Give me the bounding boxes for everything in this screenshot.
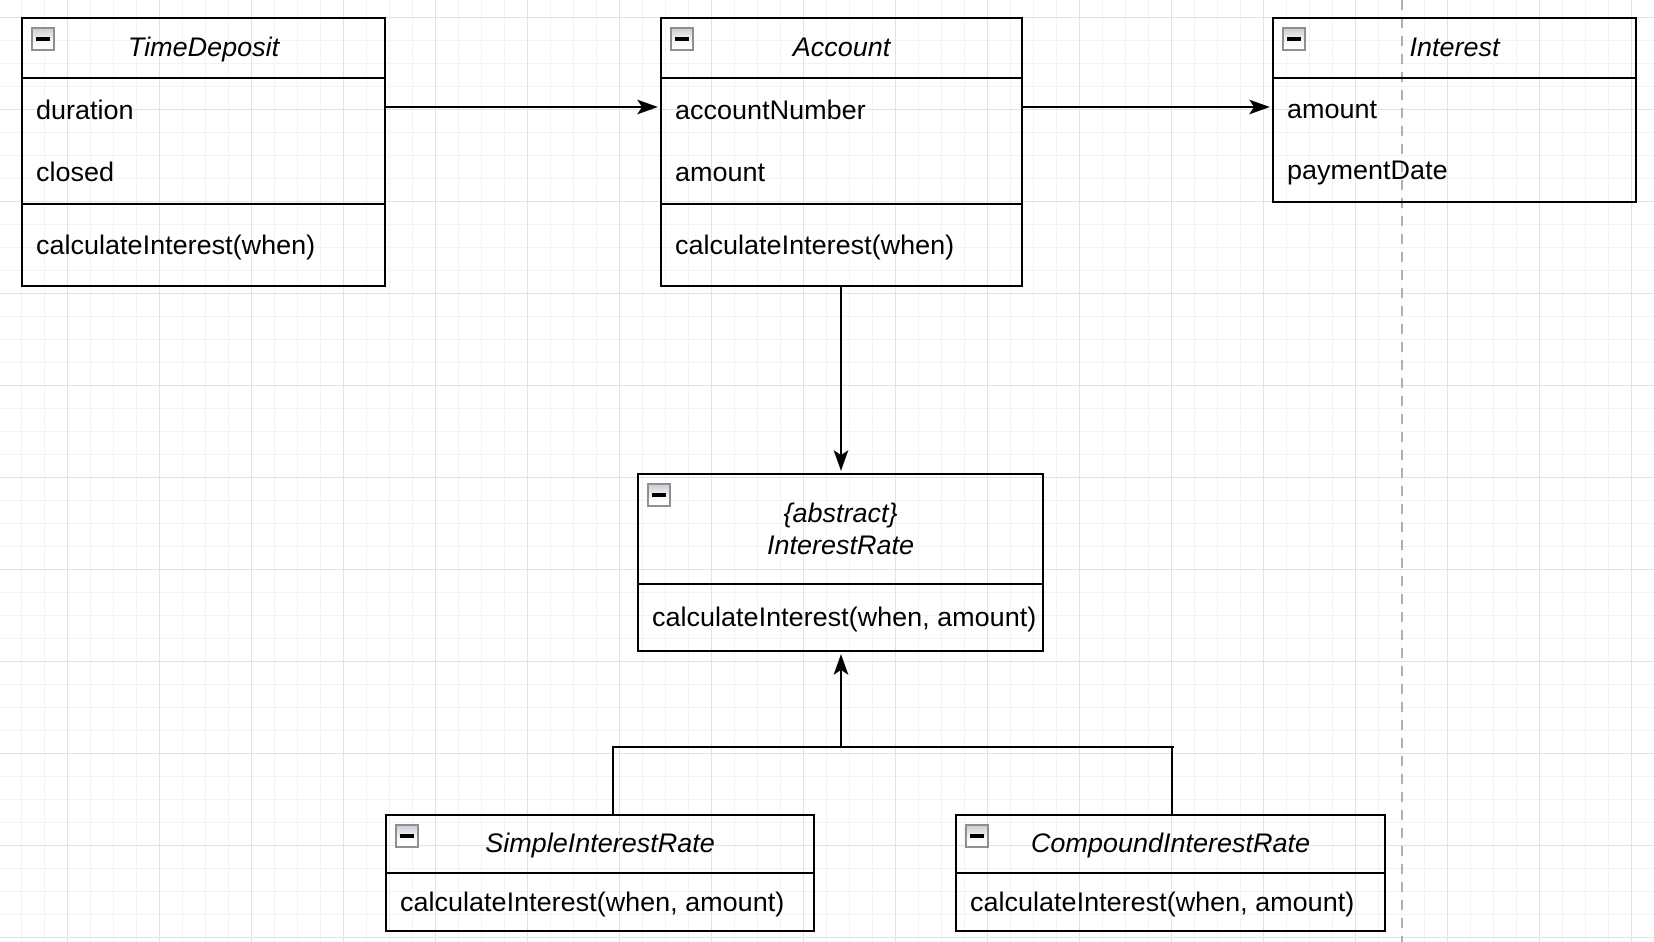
class-title: Account [792, 32, 891, 62]
class-title-bar: Interest [1274, 19, 1635, 79]
arrowhead-up [833, 654, 849, 675]
arrowhead-right [1249, 99, 1270, 115]
class-title-bar: SimpleInterestRate [387, 816, 813, 874]
attribute-row[interactable]: accountNumber [675, 95, 866, 125]
class-title: SimpleInterestRate [485, 828, 715, 858]
method-row[interactable]: calculateInterest(when, amount) [400, 887, 785, 917]
collapse-minus-icon[interactable] [647, 483, 671, 507]
class-title-bar: Account [662, 19, 1021, 79]
minus-glyph [675, 37, 689, 41]
association-timedeposit-account[interactable] [386, 99, 658, 115]
class-title-bar: TimeDeposit [23, 19, 384, 79]
class-title-bar: CompoundInterestRate [957, 816, 1384, 874]
methods-section: calculateInterest(when, amount) [387, 874, 813, 930]
attribute-row[interactable]: duration [36, 95, 134, 125]
class-box-compoundinterestrate[interactable]: CompoundInterestRate calculateInterest(w… [955, 814, 1386, 932]
attribute-row[interactable]: amount [675, 157, 766, 187]
class-box-simpleinterestrate[interactable]: SimpleInterestRate calculateInterest(whe… [385, 814, 815, 932]
collapse-minus-icon[interactable] [670, 27, 694, 51]
class-title-bar: {abstract} InterestRate [639, 475, 1042, 585]
collapse-minus-icon[interactable] [1282, 27, 1306, 51]
methods-section: calculateInterest(when, amount) [639, 585, 1042, 650]
attributes-section: amount paymentDate [1274, 79, 1635, 201]
association-account-interest[interactable] [1023, 99, 1270, 115]
class-box-timedeposit[interactable]: TimeDeposit duration closed calculateInt… [21, 17, 386, 287]
class-box-account[interactable]: Account accountNumber amount calculateIn… [660, 17, 1023, 287]
class-box-interest[interactable]: Interest amount paymentDate [1272, 17, 1637, 203]
attributes-section: duration closed [23, 79, 384, 205]
methods-section: calculateInterest(when, amount) [957, 874, 1384, 930]
minus-glyph [36, 37, 50, 41]
arrowhead-down [833, 450, 849, 471]
method-row[interactable]: calculateInterest(when, amount) [970, 887, 1355, 917]
attributes-section: accountNumber amount [662, 79, 1021, 205]
collapse-minus-icon[interactable] [31, 27, 55, 51]
class-title: InterestRate [766, 530, 915, 560]
association-account-interestrate[interactable] [833, 287, 849, 471]
collapse-minus-icon[interactable] [965, 824, 989, 848]
minus-glyph [1287, 37, 1301, 41]
class-box-interestrate[interactable]: {abstract} InterestRate calculateInteres… [637, 473, 1044, 652]
class-stereotype: {abstract} [783, 498, 898, 528]
class-title: Interest [1409, 32, 1500, 62]
minus-glyph [400, 834, 414, 838]
generalization-tree-connector[interactable] [612, 654, 1174, 816]
class-title: TimeDeposit [127, 32, 280, 62]
attribute-row[interactable]: amount [1287, 94, 1378, 124]
minus-glyph [970, 834, 984, 838]
minus-glyph [652, 493, 666, 497]
methods-section: calculateInterest(when) [23, 205, 384, 285]
attribute-row[interactable]: closed [36, 157, 115, 187]
class-title: CompoundInterestRate [1030, 828, 1311, 858]
method-row[interactable]: calculateInterest(when) [675, 230, 955, 260]
methods-section: calculateInterest(when) [662, 205, 1021, 285]
method-row[interactable]: calculateInterest(when, amount) [652, 602, 1037, 632]
collapse-minus-icon[interactable] [395, 824, 419, 848]
attribute-row[interactable]: paymentDate [1287, 155, 1448, 185]
arrowhead-right [637, 99, 658, 115]
method-row[interactable]: calculateInterest(when) [36, 230, 316, 260]
